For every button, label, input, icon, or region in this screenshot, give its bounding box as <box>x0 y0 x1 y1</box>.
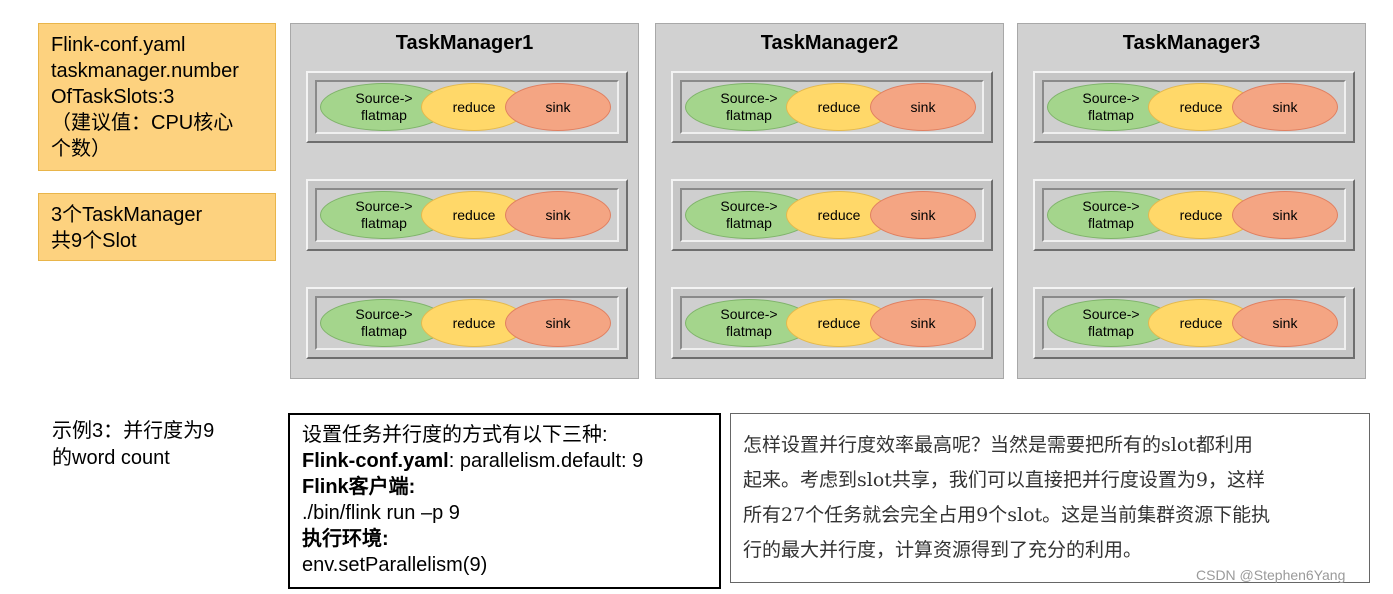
task-slot: Source-> flatmap reduce sink <box>306 287 628 359</box>
source-flatmap-task: Source-> flatmap <box>685 299 813 347</box>
source-flatmap-task-label: Source-> flatmap <box>720 90 778 123</box>
explanation-line: 怎样设置并行度效率最高呢？当然是需要把所有的slot都利用 <box>743 434 1253 456</box>
task-slot: Source-> flatmap reduce sink <box>1033 71 1355 143</box>
task-slot: Source-> flatmap reduce sink <box>671 179 993 251</box>
sink-task-label: sink <box>910 98 936 115</box>
sink-task: sink <box>870 299 976 347</box>
explanation-line: 行的最大并行度，计算资源得到了充分的利用。 <box>743 539 1143 561</box>
method-label: Flink客户端: <box>302 476 416 498</box>
explanation-line: 起来。考虑到slot共享，我们可以直接把并行度设置为9，这样 <box>743 469 1265 491</box>
source-flatmap-task-label: Source-> flatmap <box>1082 198 1140 231</box>
method-label: 执行环境: <box>302 528 389 550</box>
example-caption-line: 的word count <box>52 447 170 469</box>
source-flatmap-task-label: Source-> flatmap <box>720 306 778 339</box>
method-label: Flink-conf.yaml <box>302 450 449 472</box>
taskmanager-title: TaskManager3 <box>1122 32 1261 54</box>
source-flatmap-task-label: Source-> flatmap <box>355 306 413 339</box>
source-flatmap-task: Source-> flatmap <box>320 83 448 131</box>
source-flatmap-task-label: Source-> flatmap <box>355 90 413 123</box>
sink-task: sink <box>1232 299 1338 347</box>
summary-note-line: 共9个Slot <box>51 230 137 252</box>
summary-note-line: 3个TaskManager <box>51 204 203 226</box>
methods-heading: 设置任务并行度的方式有以下三种: <box>302 424 608 446</box>
config-note-line: taskmanager.number <box>51 60 239 82</box>
source-flatmap-task-label: Source-> flatmap <box>1082 306 1140 339</box>
taskmanager-title: TaskManager1 <box>395 32 534 54</box>
example-caption-line: 示例3：并行度为9 <box>52 420 215 442</box>
task-slot: Source-> flatmap reduce sink <box>306 71 628 143</box>
summary-note: 3个TaskManager 共9个Slot <box>38 193 276 261</box>
sink-task: sink <box>870 191 976 239</box>
reduce-task: reduce <box>421 299 527 347</box>
config-note-line: OfTaskSlots:3 <box>51 86 175 108</box>
method-env-label: 执行环境: <box>302 526 707 552</box>
sink-task-label: sink <box>545 314 571 331</box>
method-config-file: Flink-conf.yaml: parallelism.default: 9 <box>302 448 707 474</box>
task-slot: Source-> flatmap reduce sink <box>671 71 993 143</box>
sink-task-label: sink <box>910 206 936 223</box>
method-value: env.setParallelism(9) <box>302 554 488 576</box>
watermark: CSDN @Stephen6Yang <box>1196 567 1346 583</box>
reduce-task-label: reduce <box>452 206 496 223</box>
explanation-box: 怎样设置并行度效率最高呢？当然是需要把所有的slot都利用 起来。考虑到slot… <box>730 413 1370 583</box>
sink-task-label: sink <box>1272 98 1298 115</box>
sink-task: sink <box>505 83 611 131</box>
method-value: ./bin/flink run –p 9 <box>302 502 460 524</box>
example-caption: 示例3：并行度为9 的word count <box>52 418 214 472</box>
sink-task: sink <box>1232 83 1338 131</box>
task-slot: Source-> flatmap reduce sink <box>1033 179 1355 251</box>
taskmanager-title: TaskManager2 <box>760 32 899 54</box>
reduce-task-label: reduce <box>452 98 496 115</box>
source-flatmap-task-label: Source-> flatmap <box>720 198 778 231</box>
task-slot: Source-> flatmap reduce sink <box>1033 287 1355 359</box>
config-note-line: 个数） <box>51 138 111 160</box>
sink-task: sink <box>505 191 611 239</box>
method-client-label: Flink客户端: <box>302 474 707 500</box>
sink-task: sink <box>1232 191 1338 239</box>
task-slot: Source-> flatmap reduce sink <box>671 287 993 359</box>
sink-task: sink <box>505 299 611 347</box>
reduce-task-label: reduce <box>817 206 861 223</box>
reduce-task-label: reduce <box>452 314 496 331</box>
source-flatmap-task-label: Source-> flatmap <box>1082 90 1140 123</box>
task-slot: Source-> flatmap reduce sink <box>306 179 628 251</box>
reduce-task: reduce <box>421 191 527 239</box>
config-note-line: （建议值：CPU核心 <box>51 112 234 134</box>
sink-task-label: sink <box>545 206 571 223</box>
sink-task-label: sink <box>1272 314 1298 331</box>
config-note: Flink-conf.yaml taskmanager.number OfTas… <box>38 23 276 171</box>
reduce-task-label: reduce <box>1179 98 1223 115</box>
config-note-line: Flink-conf.yaml <box>51 34 186 56</box>
sink-task-label: sink <box>910 314 936 331</box>
sink-task-label: sink <box>1272 206 1298 223</box>
explanation-line: 所有27个任务就会完全占用9个slot。这是当前集群资源下能执 <box>743 504 1271 526</box>
sink-task-label: sink <box>545 98 571 115</box>
reduce-task-label: reduce <box>1179 314 1223 331</box>
method-value: : parallelism.default: 9 <box>448 450 644 472</box>
reduce-task-label: reduce <box>817 314 861 331</box>
source-flatmap-task-label: Source-> flatmap <box>355 198 413 231</box>
sink-task: sink <box>870 83 976 131</box>
reduce-task-label: reduce <box>817 98 861 115</box>
reduce-task-label: reduce <box>1179 206 1223 223</box>
parallelism-methods-box: 设置任务并行度的方式有以下三种: Flink-conf.yaml: parall… <box>288 413 721 589</box>
